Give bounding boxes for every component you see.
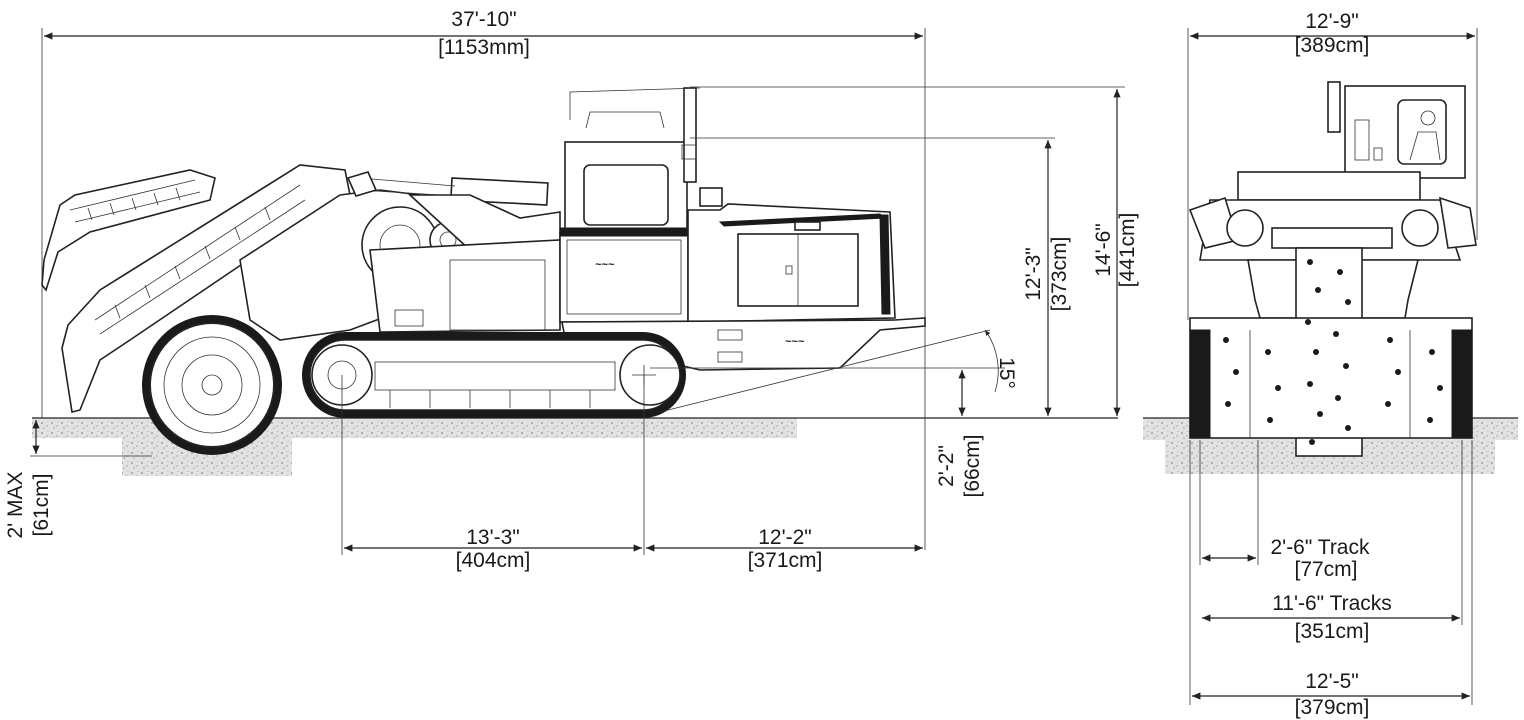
digging-boom-upper [41,169,216,292]
svg-text:~~~: ~~~ [595,259,615,271]
ground-clearance-metric: [66cm] [961,434,984,497]
rear-length-dimension: 12'-2" [371cm] [646,526,923,572]
tracks-width-dimension: 11'-6" Tracks [351cm] [1202,440,1463,643]
side-view: 37'-10" [1153mm] [4,8,1139,572]
overall-length-dimension: 37'-10" [1153mm] [41,8,926,550]
track-width-dimension: 2'-6" Track [77cm] [1199,440,1370,581]
ground-clearance-imperial: 2'-2" [935,445,958,487]
tracks-width-metric: [351cm] [1295,620,1370,643]
dig-depth-metric: [61cm] [30,473,53,536]
overall-width-dimension: 12'-5" [379cm] [1189,440,1473,719]
front-top-metric: [389cm] [1295,34,1370,57]
height-max-imperial: 14'-6" [1092,223,1115,277]
track-length-imperial: 13'-3" [466,526,520,549]
track-length-dimension: 13'-3" [404cm] [341,375,645,572]
overall-width-imperial: 12'-5" [1305,670,1359,693]
machine-body: ~~~ ~~~ [369,87,926,371]
dig-depth-dimension: 2' MAX [61cm] [4,420,152,539]
ground-clearance-dimension: 2'-2" [66cm] [650,367,1005,498]
height-cab-metric: [373cm] [1048,237,1071,312]
track-length-metric: [404cm] [456,549,531,572]
rear-length-imperial: 12'-2" [758,526,812,549]
track-width-metric: [77cm] [1294,558,1357,581]
height-cab-imperial: 12'-3" [1022,247,1045,301]
front-top-imperial: 12'-9" [1305,10,1359,33]
height-dimensions: 14'-6" [441cm] 12'-3" [373cm] [690,86,1139,416]
rear-length-metric: [371cm] [748,549,823,572]
dig-depth-imperial: 2' MAX [4,471,27,538]
rock-wheel [142,315,282,455]
crawler-track [302,332,686,418]
overall-width-metric: [379cm] [1295,696,1370,719]
departure-angle-label: 15° [995,357,1018,389]
departure-angle-indicator: 15° [659,329,1018,413]
svg-text:~~~: ~~~ [785,336,805,348]
overall-length-imperial: 37'-10" [451,8,516,31]
front-view: 12'-9" [389cm] [1143,10,1518,719]
overall-length-metric: [1153mm] [438,36,530,59]
height-max-metric: [441cm] [1116,213,1139,288]
front-undercarriage [1189,247,1473,457]
tracks-width-imperial: 11'-6" Tracks [1272,592,1392,615]
front-top-dimension: 12'-9" [389cm] [1187,10,1478,320]
track-width-imperial: 2'-6" Track [1271,536,1370,559]
front-cab [1188,81,1477,261]
